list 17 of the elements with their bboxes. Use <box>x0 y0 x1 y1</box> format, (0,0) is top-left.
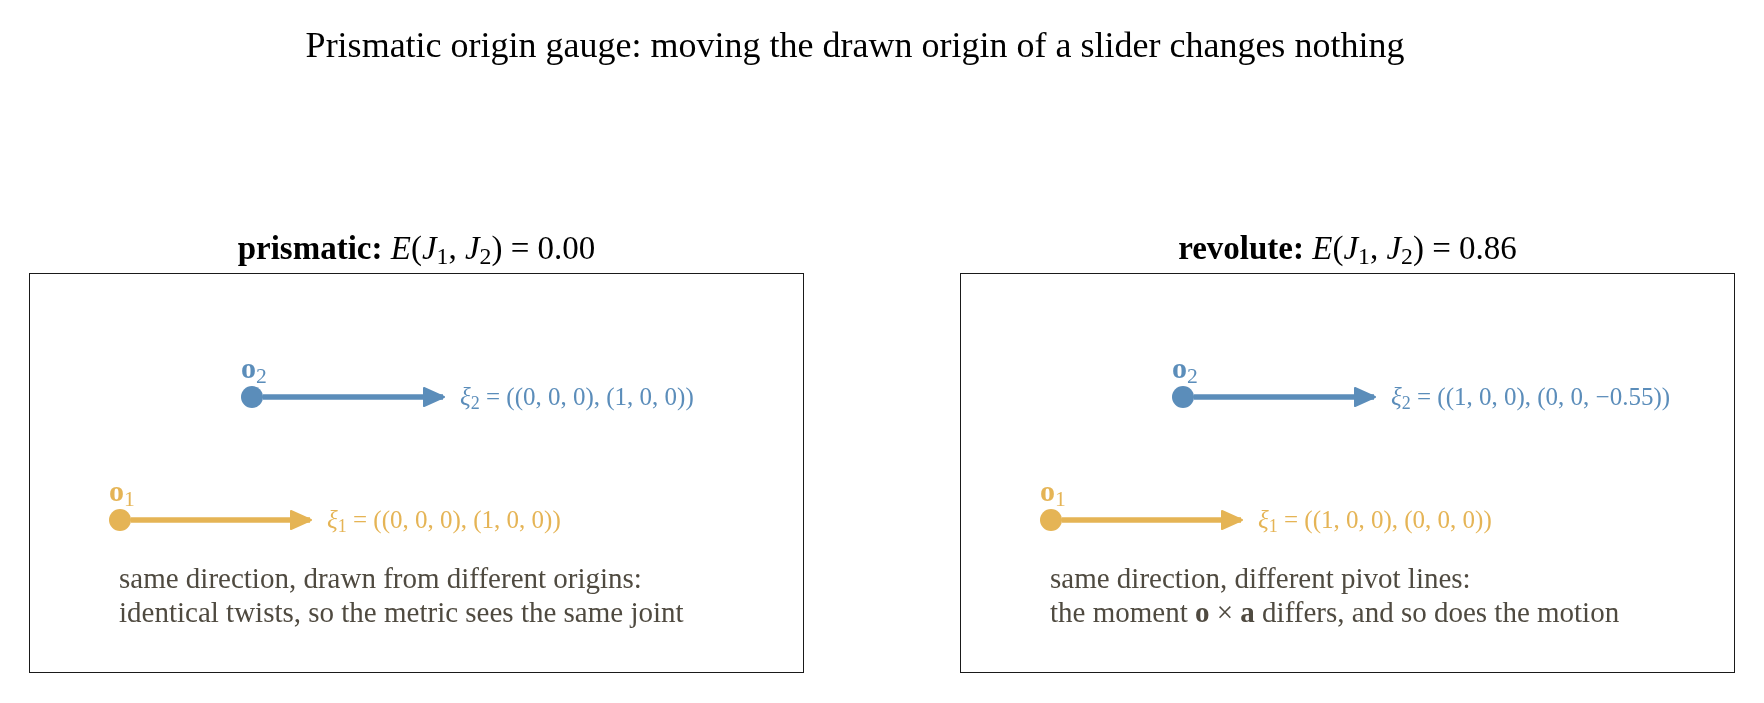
origin-label: o$_{2}$ <box>1172 352 1198 384</box>
arrow <box>263 387 445 407</box>
origin-label: o$_{1}$ <box>1040 475 1066 507</box>
twist-label: ξ$_{1}$ = ((1, 0, 0), (0, 0, 0)) <box>1241 505 1492 535</box>
panel-heading: revolute: E(J$_{1}$, J$_{2}$) = 0.86 <box>1178 229 1517 268</box>
figure-title: Prismatic origin gauge: moving the drawn origin of a slider changes nothing <box>305 24 1405 66</box>
twist-label: ξ$_{2}$ = ((0, 0, 0), (1, 0, 0)) <box>443 382 694 412</box>
twist-label: ξ$_{1}$ = ((0, 0, 0), (1, 0, 0)) <box>310 505 561 535</box>
arrow <box>1062 510 1243 530</box>
twist-label: ξ$_{2}$ = ((1, 0, 0), (0, 0, −0.55)) <box>1374 382 1671 412</box>
origin-label: o$_{2}$ <box>241 352 267 384</box>
panel-heading: prismatic: E(J$_{1}$, J$_{2}$) = 0.00 <box>237 229 596 268</box>
panel-note: same direction, different pivot lines: the moment o × a differs, and so does the motion <box>1050 561 1620 629</box>
arrow <box>1194 387 1376 407</box>
panel-note: same direction, drawn from different origins: identical twists, so the metric sees the same joint <box>119 561 684 629</box>
origin-label: o$_{1}$ <box>109 475 135 507</box>
arrow <box>131 510 312 530</box>
